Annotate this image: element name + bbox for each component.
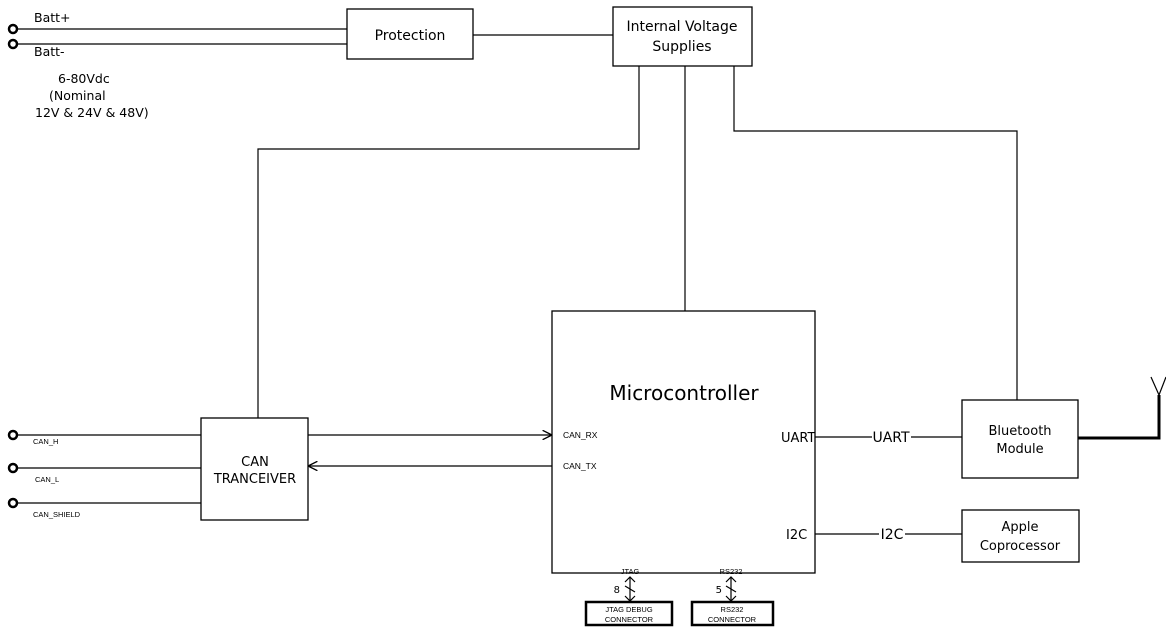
rs232-connector-label-line1: RS232 [721,605,744,614]
uart-pin-label: UART [781,431,815,446]
can-label-line2: TRANCEIVER [213,472,296,487]
batt-minus-label: Batt- [34,44,65,59]
can-h-terminal [7,429,201,441]
can-shield-terminal [7,497,201,509]
can-tx-pin-label: CAN_TX [563,461,597,471]
jtag-connector-label-line1: JTAG DEBUG [605,605,653,614]
can-rx-pin-label: CAN_RX [563,430,598,440]
can-l-label: CAN_L [35,475,59,484]
can-l-terminal [7,462,201,474]
rs232-connector [690,600,775,627]
apple-label-line2: Coprocessor [980,539,1061,554]
i2c-bus-label: I2C [881,527,904,543]
bluetooth-module-block [961,399,1079,479]
bluetooth-label-line2: Module [996,442,1043,457]
batt-minus-terminal [7,38,347,50]
jtag-debug-connector [584,600,674,627]
protection-block [346,8,474,60]
supply-to-bluetooth-wire [733,66,1018,400]
antenna-icon [1078,376,1166,440]
internal-voltage-supplies-block [612,6,753,67]
can-h-label: CAN_H [33,437,58,446]
apple-label-line1: Apple [1001,520,1038,535]
can-shield-label: CAN_SHIELD [33,510,81,519]
apple-coprocessor-block [961,509,1080,563]
rs232-bus-arrow [725,576,737,602]
batt-plus-terminal [7,23,347,35]
batt-plus-label: Batt+ [34,10,71,25]
rs232-connector-label-line2: CONNECTOR [708,615,757,624]
microcontroller-block [551,310,816,574]
protection-label: Protection [375,28,446,44]
i2c-pin-label: I2C [786,528,807,543]
bluetooth-label-line1: Bluetooth [988,424,1051,439]
rs232-pin-label: RS232 [720,567,743,576]
nominal-line2-label: 12V & 24V & 48V) [35,105,149,120]
microcontroller-label: Microcontroller [609,381,759,405]
jtag-bus-arrow [624,576,636,602]
supplies-label-line2: Supplies [652,39,711,55]
jtag-width-label: 8 [614,585,620,596]
supplies-label-line1: Internal Voltage [627,19,738,35]
can-label-line1: CAN [241,455,269,470]
can-tranceiver-block [200,417,309,521]
jtag-pin-label: JTAG [621,567,640,576]
rs232-width-label: 5 [716,585,722,596]
nominal-line1-label: (Nominal [49,88,106,103]
voltage-range-label: 6-80Vdc [58,71,110,86]
supply-to-can-wire [257,66,640,418]
jtag-connector-label-line2: CONNECTOR [605,615,654,624]
uart-bus-label: UART [872,430,910,446]
